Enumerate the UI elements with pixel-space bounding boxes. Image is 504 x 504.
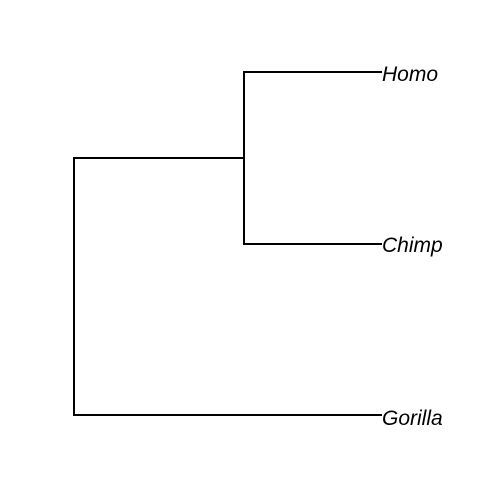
tip-label-chimp: Chimp	[382, 234, 443, 257]
tip-label-homo: Homo	[382, 63, 438, 86]
tip-label-gorilla: Gorilla	[382, 407, 443, 430]
